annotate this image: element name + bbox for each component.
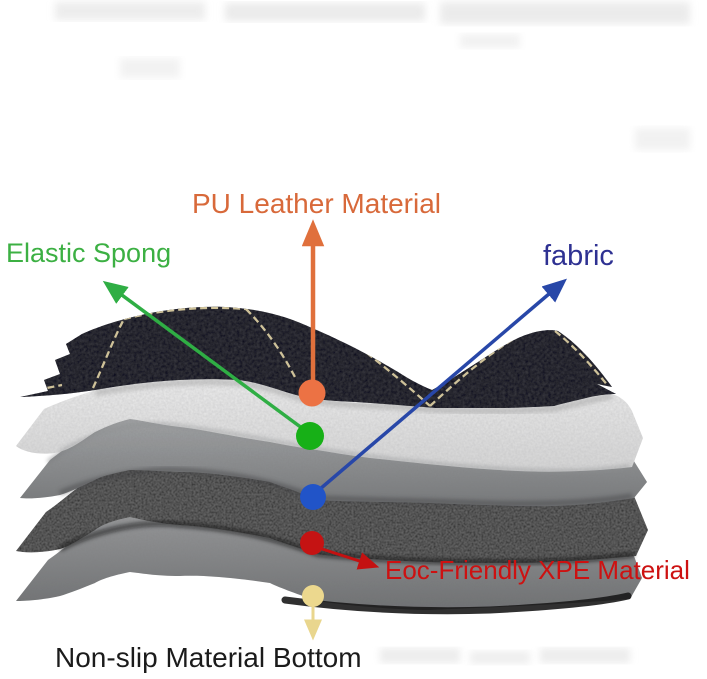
label-xpe: Eoc-Friendly XPE Material xyxy=(385,555,690,585)
watermark-smudges xyxy=(55,2,690,664)
layer-elastic-sponge xyxy=(16,373,643,472)
green-arrow xyxy=(102,280,312,436)
arrows xyxy=(102,219,567,641)
dot-xpe xyxy=(300,531,324,555)
label-non-slip-bottom: Non-slip Material Bottom xyxy=(55,642,362,673)
layer-dots xyxy=(296,379,326,607)
layer-non-slip-bottom xyxy=(16,505,642,610)
label-pu-leather: PU Leather Material xyxy=(192,188,442,219)
leather-shadow-on-sponge xyxy=(94,379,613,415)
xpe-bottom-shade xyxy=(59,521,635,565)
label-fabric: fabric xyxy=(543,240,614,272)
red-arrow xyxy=(321,547,380,570)
dot-pu-leather xyxy=(298,379,326,407)
label-elastic-sponge: Elastic Spong xyxy=(6,238,172,268)
layer-fabric xyxy=(20,409,647,507)
layer-pu-leather xyxy=(20,306,616,408)
layer-bottom-underside-shadow xyxy=(281,592,632,615)
sponge-bottom-shade xyxy=(59,422,631,473)
blue-arrow xyxy=(311,278,567,497)
dot-elastic-sponge xyxy=(296,422,324,450)
layer-xpe-foam xyxy=(16,455,648,563)
dot-non-slip xyxy=(302,585,324,607)
dot-fabric xyxy=(300,484,326,510)
